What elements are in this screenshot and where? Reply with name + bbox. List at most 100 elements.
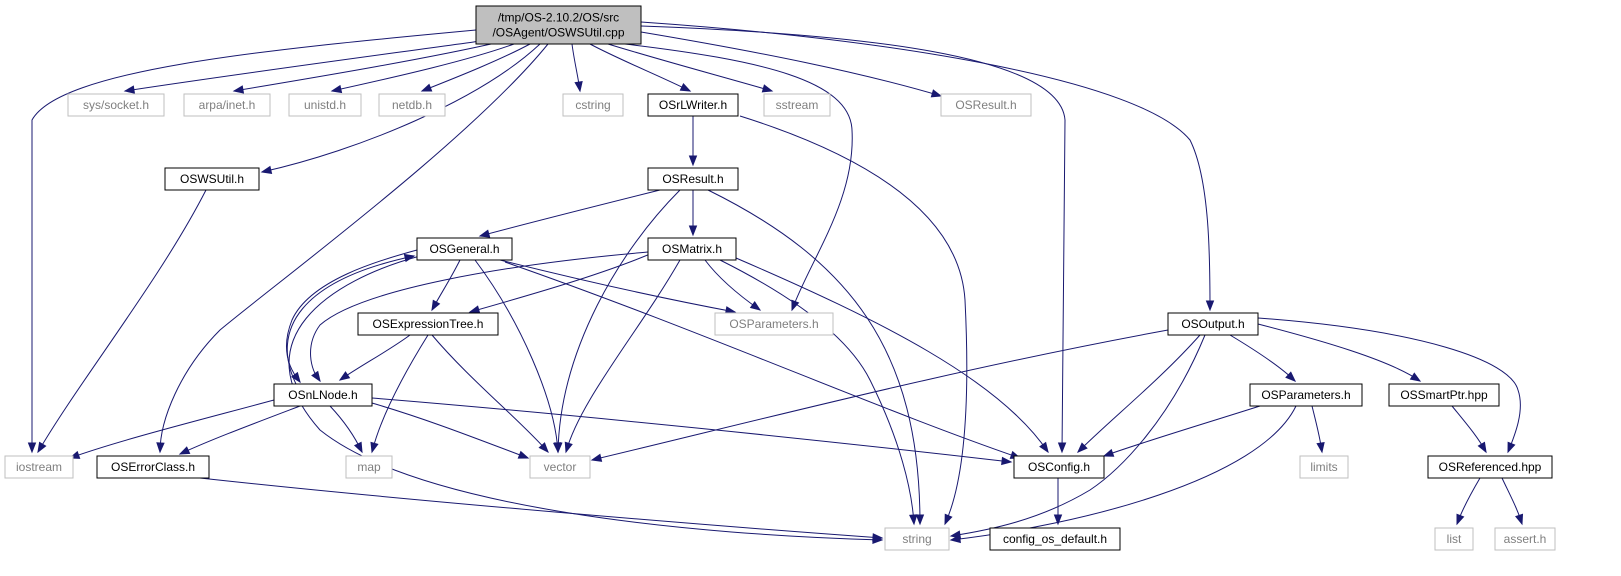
node-label: vector xyxy=(544,460,577,474)
node-vector: vector xyxy=(529,455,591,479)
node-box xyxy=(940,93,1032,117)
node-osmatrix[interactable]: OSMatrix.h xyxy=(647,237,737,261)
node-box xyxy=(647,237,737,261)
edge-root-to-osconfig xyxy=(640,25,1067,454)
edge-line xyxy=(310,251,649,382)
node-osresult[interactable]: OSResult.h xyxy=(647,167,739,191)
edge-arrowhead xyxy=(232,85,245,94)
node-osnlnode[interactable]: OSnLNode.h xyxy=(273,383,373,407)
edge-osmatrix-to-string xyxy=(719,259,918,526)
edge-osnlnode-to-vector xyxy=(371,402,530,459)
edge-osresult-to-string xyxy=(707,189,925,526)
edge-arrowhead xyxy=(290,371,301,384)
edge-osgeneral-to-vector xyxy=(474,259,562,454)
edge-osnlnode-to-map xyxy=(329,405,363,454)
nodes-layer: /tmp/OS-2.10.2/OS/src/OSAgent/OSWSUtil.c… xyxy=(4,5,1556,551)
edge-line xyxy=(286,249,418,383)
node-osreferenced[interactable]: OSReferenced.hpp xyxy=(1427,455,1553,479)
edge-line xyxy=(1229,334,1296,382)
node-string: string xyxy=(884,527,950,551)
node-oserrorclass[interactable]: OSErrorClass.h xyxy=(96,455,210,479)
edge-arrowhead xyxy=(1285,371,1297,382)
node-ossmartptr[interactable]: OSSmartPtr.hpp xyxy=(1388,383,1500,407)
edge-arrowhead xyxy=(1001,456,1013,466)
edge-line xyxy=(704,259,761,311)
edge-arrowhead xyxy=(431,299,441,312)
node-limits: limits xyxy=(1299,455,1349,479)
node-box xyxy=(562,93,624,117)
node-label: /tmp/OS-2.10.2/OS/src xyxy=(498,11,619,25)
edge-arrowhead xyxy=(178,446,191,455)
node-sys-socket: sys/socket.h xyxy=(67,93,165,117)
node-osparameters-ext: OSParameters.h xyxy=(714,312,834,336)
edge-osoutput-to-ossmartptr xyxy=(1257,323,1422,382)
edge-line xyxy=(735,257,1049,453)
edge-arrowhead xyxy=(909,514,918,526)
node-osconfig[interactable]: OSConfig.h xyxy=(1013,455,1105,479)
edge-line xyxy=(69,399,275,459)
edge-osmatrix-to-osnlnode xyxy=(310,251,649,383)
node-label: unistd.h xyxy=(304,98,346,112)
edge-arrowhead xyxy=(930,89,943,98)
node-box xyxy=(475,5,642,45)
node-label: OSOutput.h xyxy=(1181,317,1244,331)
node-osexprtree[interactable]: OSExpressionTree.h xyxy=(357,312,499,336)
edge-line xyxy=(1103,405,1261,457)
edge-osrlwriter-to-osresult xyxy=(688,116,698,167)
node-root[interactable]: /tmp/OS-2.10.2/OS/src/OSAgent/OSWSUtil.c… xyxy=(475,5,642,45)
node-label: OSParameters.h xyxy=(729,317,818,331)
edge-line xyxy=(707,189,921,525)
node-label: OSResult.h xyxy=(662,172,723,186)
edge-line xyxy=(421,43,531,92)
edge-line xyxy=(479,189,661,237)
edge-arrowhead xyxy=(1205,300,1215,312)
node-oswsutil-h[interactable]: OSWSUtil.h xyxy=(164,167,260,191)
node-box xyxy=(763,93,831,117)
node-osgeneral[interactable]: OSGeneral.h xyxy=(416,237,513,261)
edge-osexprtree-to-vector xyxy=(431,334,549,454)
edge-line xyxy=(591,329,1169,461)
node-label: config_os_default.h xyxy=(1003,532,1107,546)
edge-root-to-unistd xyxy=(330,43,515,94)
node-osresult-ext: OSResult.h xyxy=(940,93,1032,117)
edge-arrowhead xyxy=(478,229,491,238)
edge-root-to-osoutput xyxy=(640,21,1215,312)
edge-arrowhead xyxy=(915,514,925,526)
node-label: sys/socket.h xyxy=(83,98,149,112)
node-label: OSMatrix.h xyxy=(662,242,722,256)
node-config-default[interactable]: config_os_default.h xyxy=(989,527,1121,551)
edge-osnlnode-to-oserrorclass xyxy=(178,405,301,455)
edge-arrowhead xyxy=(590,453,603,462)
node-label: OSnLNode.h xyxy=(288,388,357,402)
edge-osmatrix-to-osexprtree xyxy=(468,253,651,314)
node-osrlwriter[interactable]: OSrLWriter.h xyxy=(647,93,739,117)
node-label: OSConfig.h xyxy=(1028,460,1090,474)
edge-root-to-osresult_ext xyxy=(640,31,943,98)
node-label: OSReferenced.hpp xyxy=(1439,460,1542,474)
edge-line xyxy=(1257,317,1521,453)
node-label: arpa/inet.h xyxy=(199,98,256,112)
edge-osexprtree-to-osnlnode xyxy=(338,334,411,381)
edge-arrowhead xyxy=(688,225,698,237)
node-label: OSGeneral.h xyxy=(429,242,499,256)
edge-osnlnode-to-iostream xyxy=(68,399,275,459)
edge-line xyxy=(739,115,968,525)
edge-root-to-sys_socket xyxy=(123,39,489,94)
edges-layer xyxy=(27,21,1524,544)
node-osparameters[interactable]: OSParameters.h xyxy=(1249,383,1363,407)
edge-osmatrix-to-osconfig xyxy=(735,257,1049,454)
edge-arrowhead xyxy=(1102,448,1115,457)
edge-line xyxy=(286,255,415,385)
edge-line xyxy=(719,259,915,525)
edge-oserrorclass-to-string xyxy=(199,477,884,542)
edge-line xyxy=(37,189,207,453)
edge-arrowhead xyxy=(1409,372,1422,382)
node-osoutput[interactable]: OSOutput.h xyxy=(1167,312,1259,336)
edge-osconfig-to-config_default xyxy=(1053,478,1063,526)
edge-root-to-osparameters_ext xyxy=(624,43,853,312)
node-label: OSErrorClass.h xyxy=(111,460,195,474)
node-label: OSrLWriter.h xyxy=(659,98,727,112)
edge-line xyxy=(640,25,1066,453)
edge-arrowhead xyxy=(403,253,416,263)
